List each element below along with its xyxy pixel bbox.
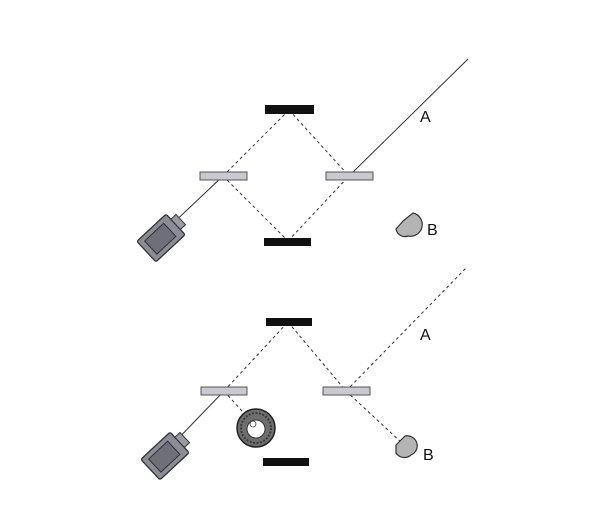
top-beam-upper-left — [222, 109, 290, 177]
bottom-detector-b — [395, 435, 418, 459]
top-mirror-lower — [264, 238, 311, 246]
bottom-beam-upper-right — [287, 321, 347, 392]
bottom-panel: A B — [141, 267, 467, 480]
bottom-beam-upper-left — [223, 321, 289, 392]
bottom-beamsplitter-right — [322, 386, 371, 396]
top-label-b: B — [427, 222, 438, 239]
top-beam-upper-right — [288, 109, 350, 177]
bottom-light-source — [141, 431, 191, 480]
bottom-beam-output-b — [345, 390, 403, 444]
bottom-mirror-upper — [266, 318, 312, 326]
bottom-label-a: A — [420, 327, 431, 344]
bottom-mirror-lower — [263, 458, 309, 466]
top-panel: A B — [137, 58, 469, 262]
top-beamsplitter-left — [199, 171, 248, 181]
top-detector-b — [395, 212, 423, 238]
top-label-a: A — [420, 109, 431, 126]
bottom-blocker-disc — [236, 408, 276, 448]
top-light-source — [137, 213, 187, 262]
bottom-beamsplitter-left — [200, 386, 248, 396]
top-beamsplitter-right — [325, 171, 374, 181]
bottom-beam-output-a — [345, 267, 467, 392]
top-mirror-upper — [265, 105, 314, 114]
top-beam-lower-left — [222, 175, 289, 242]
top-beam-lower-right — [287, 175, 350, 242]
bottom-label-b: B — [423, 447, 434, 464]
top-beam-output-a — [348, 58, 469, 177]
